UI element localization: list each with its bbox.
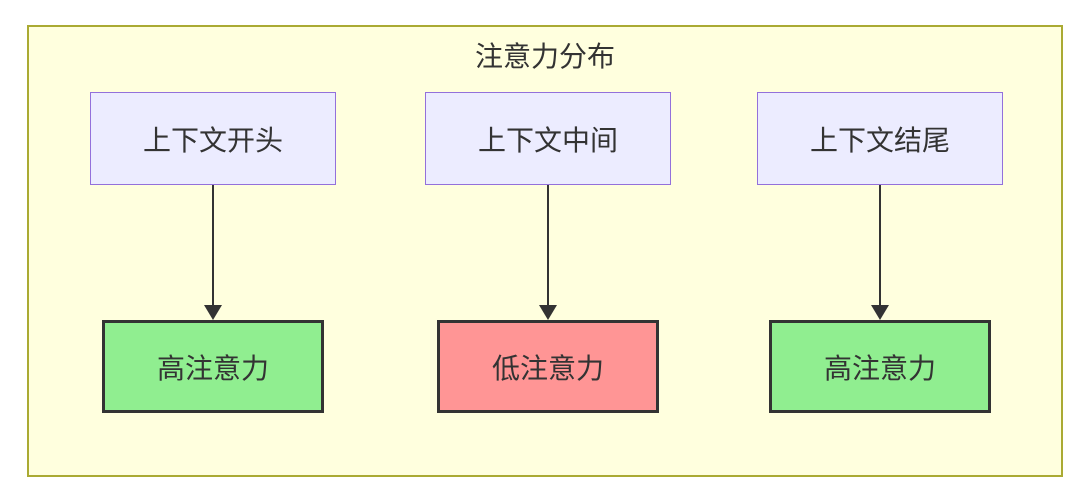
arrow-down-icon [539, 185, 557, 320]
node-low-attention: 低注意力 [437, 320, 659, 413]
node-high-attention-2: 高注意力 [769, 320, 991, 413]
flow-column-context-middle: 上下文中间 低注意力 [425, 92, 671, 413]
arrow-head [204, 305, 222, 320]
arrow-line [547, 185, 549, 305]
node-context-start: 上下文开头 [90, 92, 336, 185]
node-context-middle: 上下文中间 [425, 92, 671, 185]
arrow-line [879, 185, 881, 305]
diagram-title: 注意力分布 [474, 41, 615, 72]
arrow-head [871, 305, 889, 320]
flow-column-context-start: 上下文开头 高注意力 [90, 92, 336, 413]
arrow-down-icon [871, 185, 889, 320]
arrow-head [539, 305, 557, 320]
node-context-end: 上下文结尾 [757, 92, 1003, 185]
flow-column-context-end: 上下文结尾 高注意力 [757, 92, 1003, 413]
arrow-line [212, 185, 214, 305]
attention-distribution-subgraph: 注意力分布 上下文开头 高注意力 上下文中间 低注意力 上下文结尾 高注意力 [27, 25, 1063, 477]
arrow-down-icon [204, 185, 222, 320]
node-high-attention-1: 高注意力 [102, 320, 324, 413]
